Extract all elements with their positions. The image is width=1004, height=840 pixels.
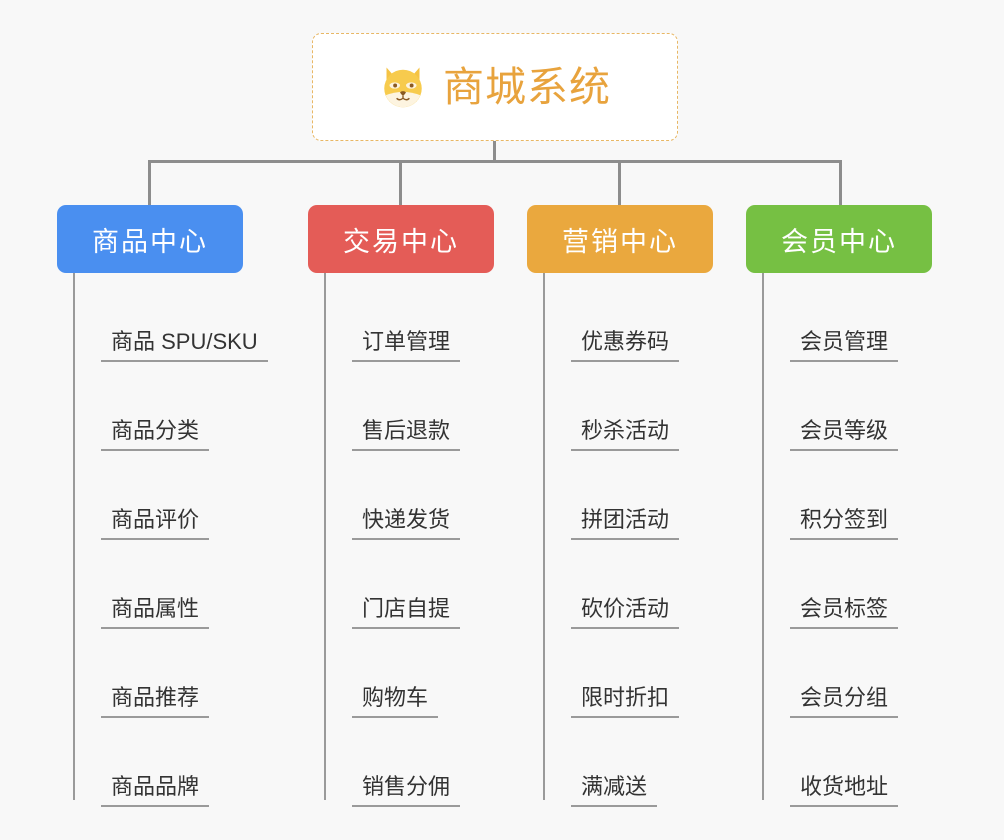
connector-drop-trade: [399, 160, 402, 207]
leaf-label: 快递发货: [352, 507, 461, 540]
leaf-list-member: 会员管理 会员等级 积分签到 会员标签 会员分组 收货地址: [762, 273, 899, 807]
leaf-label: 商品品牌: [101, 774, 210, 807]
leaf-label: 商品推荐: [101, 685, 210, 718]
leaf-label: 满减送: [571, 774, 658, 807]
dog-face-icon: [384, 67, 422, 108]
leaf-label: 商品评价: [101, 507, 210, 540]
leaf-label: 销售分佣: [352, 774, 461, 807]
connector-drop-marketing: [618, 160, 621, 207]
list-item[interactable]: 门店自提: [324, 540, 461, 629]
leaf-label: 门店自提: [352, 596, 461, 629]
list-item[interactable]: 销售分佣: [324, 718, 461, 807]
leaf-label: 购物车: [352, 685, 439, 718]
list-item[interactable]: 拼团活动: [543, 451, 680, 540]
leaf-label: 积分签到: [790, 507, 899, 540]
root-title: 商城系统: [443, 63, 611, 110]
leaf-label: 订单管理: [352, 329, 461, 362]
list-item[interactable]: 商品推荐: [73, 629, 268, 718]
list-item[interactable]: 收货地址: [762, 718, 899, 807]
category-box-product[interactable]: 商品中心: [57, 205, 243, 273]
list-item[interactable]: 商品 SPU/SKU: [73, 273, 268, 362]
list-item[interactable]: 商品属性: [73, 540, 268, 629]
column-spine: [762, 273, 764, 800]
list-item[interactable]: 积分签到: [762, 451, 899, 540]
list-item[interactable]: 秒杀活动: [543, 362, 680, 451]
leaf-list-marketing: 优惠券码 秒杀活动 拼团活动 砍价活动 限时折扣 满减送: [543, 273, 680, 807]
list-item[interactable]: 限时折扣: [543, 629, 680, 718]
list-item[interactable]: 商品评价: [73, 451, 268, 540]
list-item[interactable]: 优惠券码: [543, 273, 680, 362]
list-item[interactable]: 会员标签: [762, 540, 899, 629]
connector-drop-member: [839, 160, 842, 207]
column-spine: [324, 273, 326, 800]
category-box-member[interactable]: 会员中心: [746, 205, 932, 273]
connector-root-stem: [493, 141, 496, 162]
root-node[interactable]: 商城系统: [312, 33, 678, 141]
leaf-label: 会员分组: [790, 685, 899, 718]
leaf-label: 限时折扣: [571, 685, 680, 718]
category-label: 会员中心: [781, 226, 897, 257]
leaf-label: 秒杀活动: [571, 418, 680, 451]
list-item[interactable]: 会员管理: [762, 273, 899, 362]
connector-horizontal-bus: [148, 160, 842, 163]
list-item[interactable]: 满减送: [543, 718, 679, 807]
column-spine: [543, 273, 545, 800]
category-box-marketing[interactable]: 营销中心: [527, 205, 713, 273]
leaf-label: 商品属性: [101, 596, 210, 629]
leaf-label: 会员标签: [790, 596, 899, 629]
column-spine: [73, 273, 75, 800]
leaf-label: 砍价活动: [571, 596, 680, 629]
leaf-label: 会员等级: [790, 418, 899, 451]
list-item[interactable]: 快递发货: [324, 451, 461, 540]
list-item[interactable]: 商品品牌: [73, 718, 268, 807]
category-box-trade[interactable]: 交易中心: [308, 205, 494, 273]
list-item[interactable]: 砍价活动: [543, 540, 680, 629]
leaf-label: 商品分类: [101, 418, 210, 451]
category-label: 营销中心: [562, 226, 678, 257]
leaf-list-product: 商品 SPU/SKU 商品分类 商品评价 商品属性 商品推荐 商品品牌: [73, 273, 268, 807]
category-label: 交易中心: [343, 226, 459, 257]
list-item[interactable]: 商品分类: [73, 362, 268, 451]
leaf-label: 售后退款: [352, 418, 461, 451]
leaf-label: 拼团活动: [571, 507, 680, 540]
list-item[interactable]: 售后退款: [324, 362, 461, 451]
connector-drop-product: [148, 160, 151, 207]
list-item[interactable]: 订单管理: [324, 273, 461, 362]
leaf-label: 商品 SPU/SKU: [101, 329, 268, 362]
leaf-list-trade: 订单管理 售后退款 快递发货 门店自提 购物车 销售分佣: [324, 273, 461, 807]
list-item[interactable]: 购物车: [324, 629, 460, 718]
category-label: 商品中心: [92, 226, 208, 257]
leaf-label: 收货地址: [790, 774, 899, 807]
leaf-label: 优惠券码: [571, 329, 680, 362]
list-item[interactable]: 会员分组: [762, 629, 899, 718]
leaf-label: 会员管理: [790, 329, 899, 362]
list-item[interactable]: 会员等级: [762, 362, 899, 451]
